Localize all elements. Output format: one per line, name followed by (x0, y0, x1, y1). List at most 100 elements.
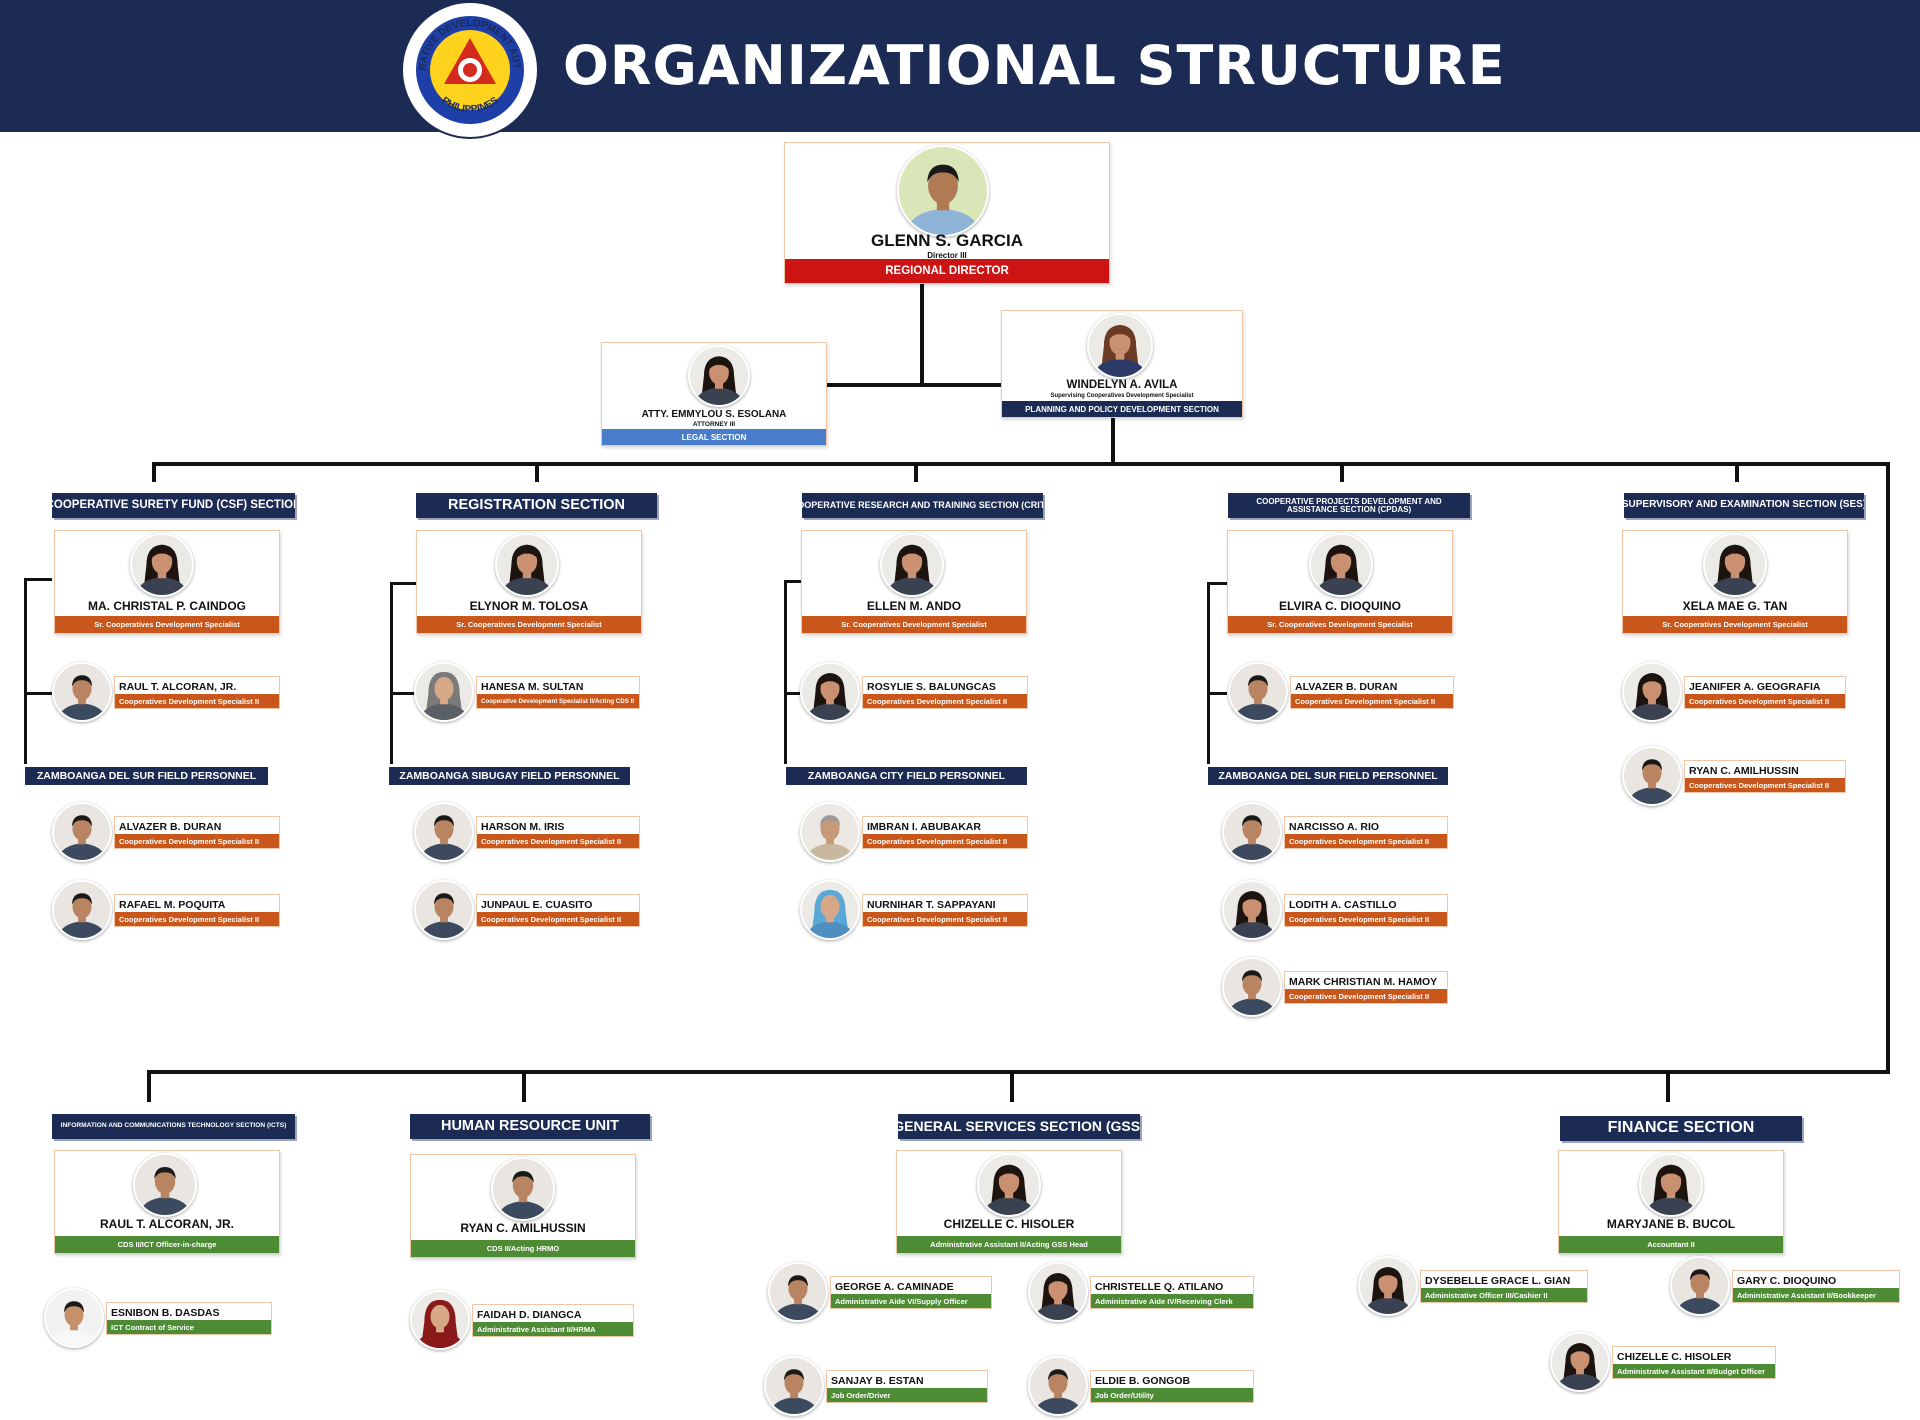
portrait-image (412, 1292, 468, 1348)
connector-line (390, 582, 416, 585)
staff-position: Administrative Assistant II/Budget Offic… (1613, 1364, 1775, 1378)
section-head-card: ELYNOR M. TOLOSA Sr. Cooperatives Develo… (416, 530, 642, 634)
staff-photo (764, 1356, 824, 1416)
legal-card: ATTY. EMMYLOU S. ESOLANA ATTORNEY III LE… (601, 342, 827, 446)
planning-name: WINDELYN A. AVILA (1066, 379, 1178, 391)
legal-photo (688, 345, 750, 407)
gss-head-name: CHIZELLE C. HISOLER (943, 1217, 1075, 1231)
section-head-card: RAUL T. ALCORAN, JR. CDS II/ICT Officer-… (54, 1150, 280, 1254)
staff-name: JUNPAUL E. CUASITO (481, 899, 593, 911)
staff-name: JEANIFER A. GEOGRAFIA (1689, 681, 1821, 693)
staff-name: RAUL T. ALCORAN, JR. (119, 681, 237, 693)
connector-line (147, 1070, 1890, 1074)
staff-position: Cooperatives Development Specialist II (863, 834, 1027, 848)
hr-head-position: CDS II/Acting HRMO (411, 1240, 635, 1257)
director-card: GLENN S. GARCIA Director III REGIONAL DI… (784, 142, 1110, 284)
portrait-image (1230, 664, 1286, 720)
section-head-card: CHIZELLE C. HISOLER Administrative Assis… (896, 1150, 1122, 1254)
portrait-image (802, 804, 858, 860)
section-header-finance: FINANCE SECTION (1560, 1116, 1802, 1141)
staff-name: GEORGE A. CAMINADE (835, 1281, 954, 1293)
crits-head-photo (880, 533, 944, 597)
director-name: GLENN S. GARCIA (870, 231, 1024, 250)
staff-photo (800, 662, 860, 722)
finance-head-photo (1639, 1153, 1703, 1217)
staff-name: ESNIBON B. DASDAS (111, 1307, 220, 1319)
section-head-card: MA. CHRISTAL P. CAINDOG Sr. Cooperatives… (54, 530, 280, 634)
connector-line (1886, 462, 1890, 1074)
portrait-image (416, 804, 472, 860)
staff-position: Cooperatives Development Specialist II (1285, 912, 1447, 926)
portrait-image (1224, 959, 1280, 1015)
portrait-image (497, 535, 557, 595)
staff-photo (1222, 802, 1282, 862)
section-header-ses: SUPERVISORY AND EXAMINATION SECTION (SES… (1624, 493, 1864, 518)
field-personnel-header: ZAMBOANGA CITY FIELD PERSONNEL (786, 767, 1027, 785)
portrait-image (46, 1290, 102, 1346)
crits-head-position: Sr. Cooperatives Development Specialist (802, 616, 1026, 633)
staff-position: Administrative Assistant II/Bookkeeper (1733, 1288, 1899, 1302)
staff-position: Cooperatives Development Specialist II (1685, 778, 1845, 792)
staff-photo (1028, 1356, 1088, 1416)
portrait-image (979, 1155, 1039, 1215)
section-head-card: XELA MAE G. TAN Sr. Cooperatives Develop… (1622, 530, 1848, 634)
staff-name: CHIZELLE C. HISOLER (1617, 1351, 1732, 1363)
staff-position: Administrative Aide IV/Receiving Clerk (1091, 1294, 1253, 1308)
crits-head-name: ELLEN M. ANDO (866, 599, 962, 613)
connector-line (390, 582, 393, 764)
portrait-image (1641, 1155, 1701, 1215)
csf-head-name: MA. CHRISTAL P. CAINDOG (87, 599, 246, 613)
portrait-image (1552, 1334, 1608, 1390)
connector-line (1207, 582, 1210, 764)
icts-head-photo (133, 1153, 197, 1217)
section-header-csf: COOPERATIVE SURETY FUND (CSF) SECTION (52, 493, 295, 518)
staff-name: ALVAZER B. DURAN (1295, 681, 1398, 693)
section-header-icts: INFORMATION AND COMMUNICATIONS TECHNOLOG… (52, 1114, 295, 1139)
legal-name: ATTY. EMMYLOU S. ESOLANA (641, 409, 787, 420)
staff-position: Cooperatives Development Specialist II (115, 694, 279, 708)
staff-photo (410, 1290, 470, 1350)
staff-photo (1228, 662, 1288, 722)
portrait-image (1624, 664, 1680, 720)
connector-line (920, 284, 924, 386)
connector-line (1207, 582, 1227, 585)
staff-name: NURNIHAR T. SAPPAYANI (867, 899, 996, 911)
staff-name: CHRISTELLE Q. ATILANO (1095, 1281, 1224, 1293)
section-header-gss: GENERAL SERVICES SECTION (GSS) (898, 1114, 1140, 1139)
section-header-registration: REGISTRATION SECTION (416, 493, 657, 518)
staff-name: ALVAZER B. DURAN (119, 821, 222, 833)
staff-name: NARCISSO A. RIO (1289, 821, 1380, 833)
staff-photo (414, 802, 474, 862)
csf-head-position: Sr. Cooperatives Development Specialist (55, 616, 279, 633)
portrait-image (416, 882, 472, 938)
connector-line (1111, 412, 1115, 462)
staff-position: Administrative Assistant II/HRMA (473, 1322, 633, 1336)
connector-line (1735, 462, 1739, 482)
ses-head-name: XELA MAE G. TAN (1682, 599, 1788, 613)
section-head-card: RYAN C. AMILHUSSIN CDS II/Acting HRMO (410, 1154, 636, 1258)
connector-line (147, 1070, 151, 1102)
connector-line (914, 462, 918, 482)
portrait-image (1030, 1264, 1086, 1320)
staff-name: HARSON M. IRIS (481, 821, 565, 833)
staff-position: Cooperatives Development Specialist II (1285, 989, 1447, 1003)
cpdas-head-name: ELVIRA C. DIOQUINO (1278, 599, 1401, 613)
staff-name: RYAN C. AMILHUSSIN (1689, 765, 1799, 777)
staff-position: Cooperatives Development Specialist II (477, 912, 639, 926)
staff-name: DYSEBELLE GRACE L. GIAN (1425, 1275, 1571, 1287)
planning-photo (1087, 313, 1153, 379)
legal-position: ATTORNEY III (692, 421, 736, 428)
portrait-image (1624, 748, 1680, 804)
portrait-image (416, 664, 472, 720)
finance-head-position: Accountant II (1559, 1236, 1783, 1253)
staff-position: Cooperatives Development Specialist II (477, 834, 639, 848)
hr-head-name: RYAN C. AMILHUSSIN (460, 1221, 586, 1235)
legal-section-bar: LEGAL SECTION (602, 429, 826, 445)
director-role-bar: REGIONAL DIRECTOR (785, 259, 1109, 283)
section-head-card: ELLEN M. ANDO Sr. Cooperatives Developme… (801, 530, 1027, 634)
icts-head-name: RAUL T. ALCORAN, JR. (99, 1217, 234, 1231)
portrait-image (1224, 804, 1280, 860)
connector-line (1666, 1070, 1670, 1102)
portrait-image (882, 535, 942, 595)
